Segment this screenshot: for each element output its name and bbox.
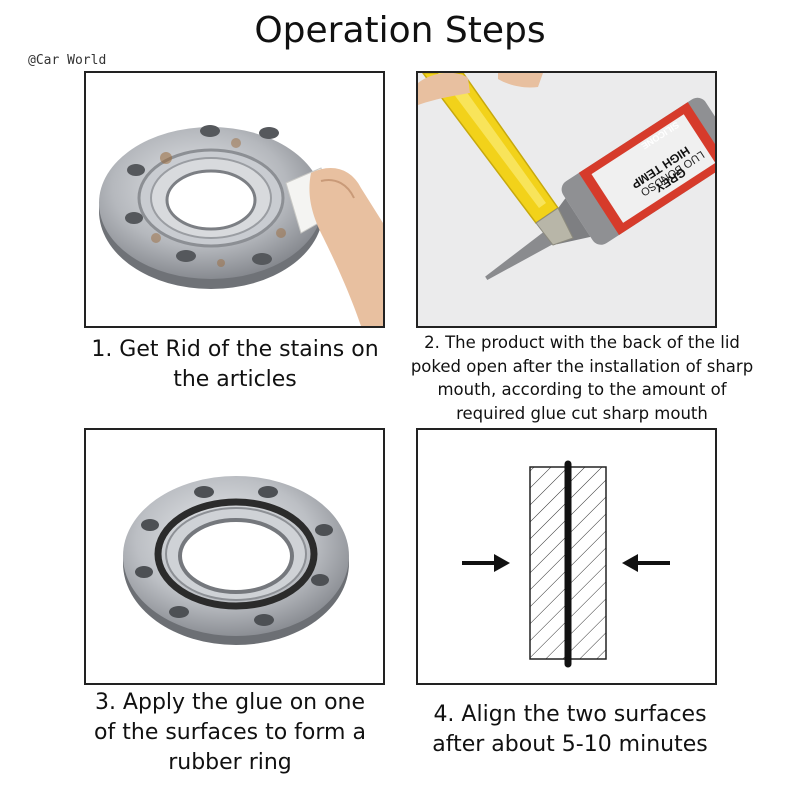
caption-line: poked open after the installation of sha… xyxy=(410,356,754,376)
step-1-image xyxy=(84,71,385,328)
step-4-image xyxy=(416,428,717,685)
right-block xyxy=(569,466,607,660)
glue-tube-cutting-photo: LUO BONDSO HIGH TEMP GREY SILICONE xyxy=(418,73,715,326)
left-arrow-icon xyxy=(462,554,510,572)
left-block xyxy=(529,466,567,660)
caption-line: the articles xyxy=(173,367,297,392)
caption-line: rubber ring xyxy=(168,750,292,775)
step-2-caption: 2. The product with the back of the lid … xyxy=(396,331,768,425)
caption-line: after about 5-10 minutes xyxy=(432,732,708,757)
step-2-image: LUO BONDSO HIGH TEMP GREY SILICONE xyxy=(416,71,717,328)
watermark: @Car World xyxy=(28,53,107,68)
caption-line: mouth, according to the amount of xyxy=(437,380,727,399)
caption-line: 2. The product with the back of the lid xyxy=(424,333,740,352)
flange-glue-ring-photo xyxy=(123,476,349,645)
caption-line: 1. Get Rid of the stains on xyxy=(91,337,379,362)
right-arrow-icon xyxy=(622,554,670,572)
step-4-caption: 4. Align the two surfaces after about 5-… xyxy=(400,700,740,760)
page-title: Operation Steps xyxy=(254,10,546,51)
caption-line: 4. Align the two surfaces xyxy=(433,702,707,727)
step-3-image xyxy=(84,428,385,685)
flange-cleaning-photo xyxy=(99,125,383,326)
caption-line: 3. Apply the glue on one xyxy=(94,690,366,715)
caption-line: of the surfaces to form a xyxy=(94,720,366,745)
alignment-diagram xyxy=(462,460,670,668)
caption-line: required glue cut sharp mouth xyxy=(456,403,708,423)
step-1-caption: 1. Get Rid of the stains on the articles xyxy=(60,335,410,395)
step-3-caption: 3. Apply the glue on one of the surfaces… xyxy=(60,688,400,778)
